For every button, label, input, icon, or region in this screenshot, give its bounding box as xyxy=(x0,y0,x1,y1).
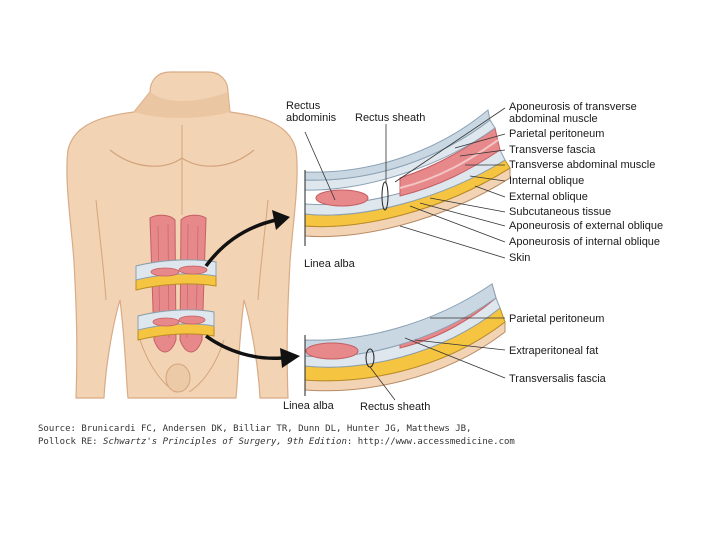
upper-cross-section xyxy=(304,109,511,246)
label-linea-alba-upper: Linea alba xyxy=(304,258,355,270)
label-rectus-sheath-lower: Rectus sheath xyxy=(360,401,431,413)
label-aponeurosis-internal-oblique: Aponeurosis of internal oblique xyxy=(509,236,661,248)
rectus-section-lower xyxy=(305,342,359,360)
upper-leader-lines xyxy=(304,107,506,259)
label-transverse-fascia: Transverse fascia xyxy=(509,144,596,156)
label-internal-oblique: Internal oblique xyxy=(509,175,585,187)
torso-section-lower xyxy=(137,309,215,341)
label-aponeurosis-external-oblique: Aponeurosis of external oblique xyxy=(509,220,664,232)
source-line-1: Source: Brunicardi FC, Andersen DK, Bill… xyxy=(38,424,472,434)
label-linea-alba-lower: Linea alba xyxy=(283,400,334,412)
label-rectus-abdominis: Rectus abdominis xyxy=(286,100,337,124)
label-aponeurosis-transverse: Aponeurosis of transverse abdominal musc… xyxy=(509,101,637,125)
rectus-section-upper xyxy=(315,189,369,207)
source-line-2: Pollock RE: Schwartz's Principles of Sur… xyxy=(38,436,515,449)
arrow-to-upper-section xyxy=(204,218,277,268)
lower-leader-lines xyxy=(369,317,506,401)
label-transversalis-fascia: Transversalis fascia xyxy=(509,373,606,385)
torso-illustration xyxy=(66,71,298,399)
label-skin: Skin xyxy=(509,252,531,264)
label-parietal-peritoneum-lower: Parietal peritoneum xyxy=(509,313,605,325)
arrow-to-lower-section xyxy=(204,334,283,361)
pointer-arrows xyxy=(204,210,300,368)
source-url: : http://www.accessmedicine.com xyxy=(346,437,515,447)
source-citation: Source: Brunicardi FC, Andersen DK, Bill… xyxy=(38,423,515,449)
label-extraperitoneal-fat: Extraperitoneal fat xyxy=(509,345,599,357)
source-authors: Pollock RE: xyxy=(38,437,104,447)
label-subcutaneous-tissue: Subcutaneous tissue xyxy=(509,206,612,218)
label-transverse-abdominal-muscle: Transverse abdominal muscle xyxy=(509,159,656,171)
label-parietal-peritoneum-upper: Parietal peritoneum xyxy=(509,128,605,140)
source-book-title: Schwartz's Principles of Surgery, 9th Ed… xyxy=(103,437,347,447)
label-rectus-sheath-upper: Rectus sheath xyxy=(355,112,426,124)
lower-cross-section xyxy=(304,283,506,396)
torso-section-upper xyxy=(135,259,217,291)
genital-outline xyxy=(165,363,191,393)
label-external-oblique: External oblique xyxy=(509,191,588,203)
